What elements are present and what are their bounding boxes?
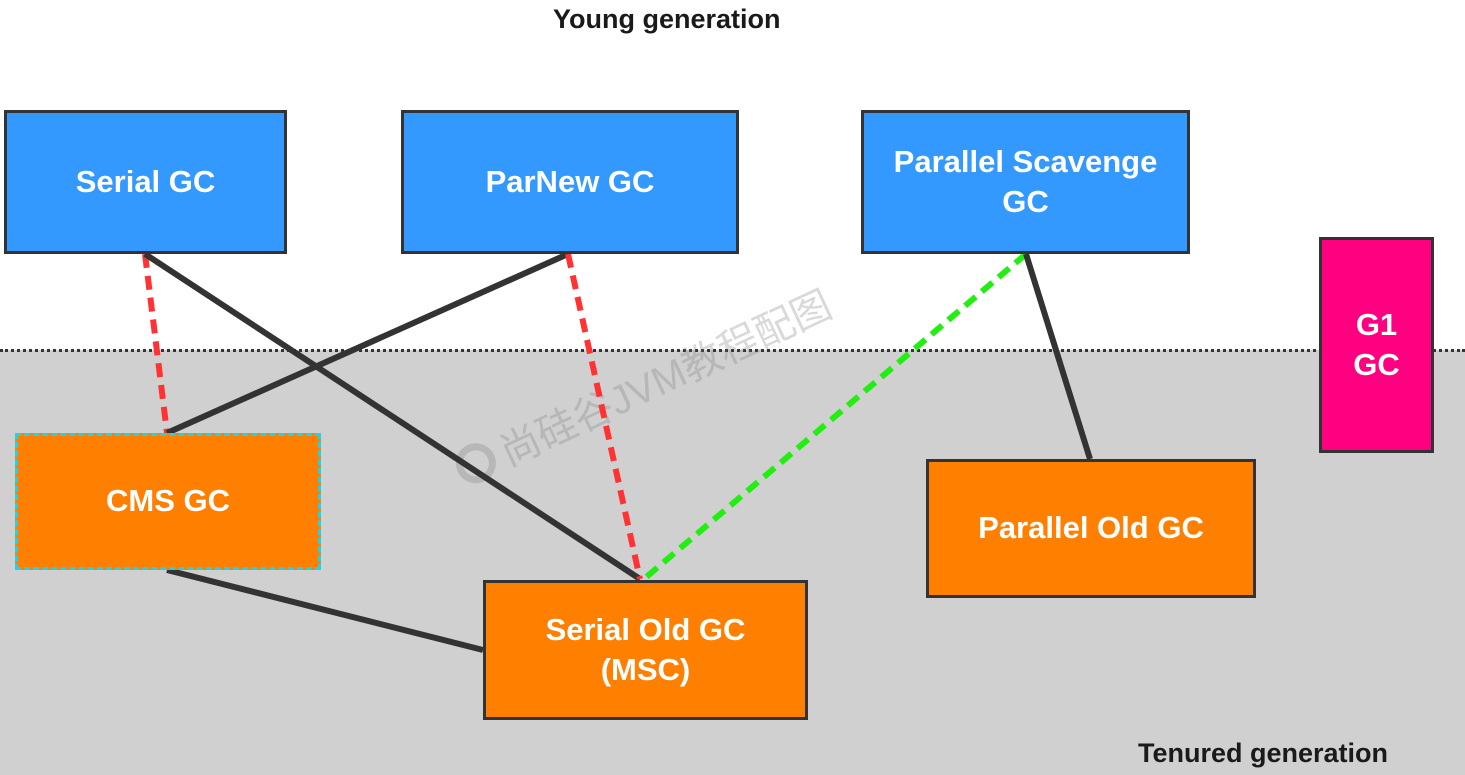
link-cms-to-serial-old — [166, 567, 484, 653]
generation-divider — [0, 349, 1465, 352]
serial-gc-box: Serial GC — [4, 110, 287, 254]
cms-gc-box: CMS GC — [15, 433, 321, 570]
tenured-generation-label: Tenured generation — [1138, 738, 1389, 768]
link-parnew-to-cms — [165, 251, 570, 436]
link-serial-to-serial-old — [143, 251, 642, 582]
young-generation-label: Young generation — [553, 4, 781, 34]
parallel-old-gc-box: Parallel Old GC — [926, 459, 1256, 598]
link-serial-to-cms — [142, 253, 170, 434]
link-parnew-to-serial-old — [565, 253, 643, 580]
parnew-gc-box: ParNew GC — [401, 110, 739, 254]
g1-gc-box: G1 GC — [1319, 237, 1434, 453]
parallel-scavenge-gc-box: Parallel Scavenge GC — [861, 110, 1190, 254]
link-parallel-scavenge-to-parallel-old — [1023, 253, 1093, 460]
link-parallel-scavenge-to-serial-old — [642, 251, 1028, 582]
serial-old-gc-box: Serial Old GC (MSC) — [483, 580, 808, 720]
